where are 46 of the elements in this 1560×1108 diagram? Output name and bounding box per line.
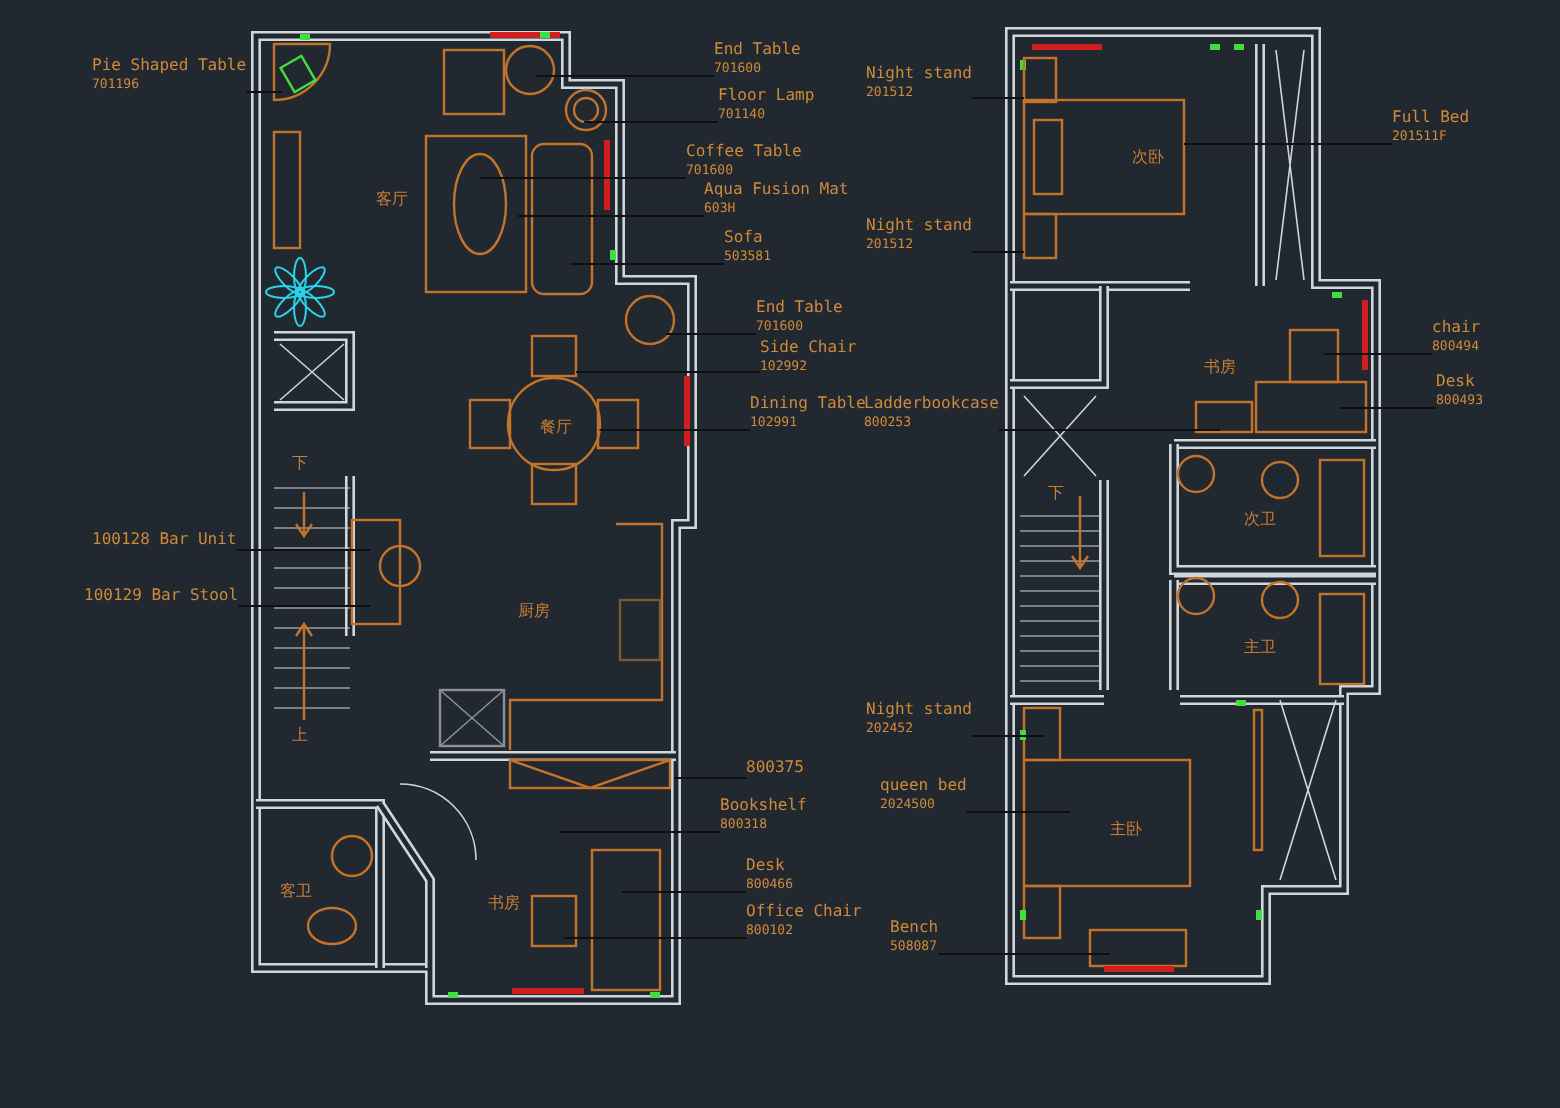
- leader-line: [535, 75, 715, 77]
- callout-label: chair: [1432, 318, 1481, 338]
- callout-label: Pie Shaped Table: [92, 56, 247, 76]
- room-label: 书房: [488, 892, 520, 914]
- leader-line: [237, 605, 371, 607]
- callout-label: 100128 Bar Unit: [92, 530, 237, 550]
- callout-label: Floor Lamp: [718, 86, 815, 106]
- room-label: 主卫: [1244, 636, 1276, 658]
- furniture-outline: [1022, 98, 1186, 216]
- room-label: 厨房: [518, 600, 550, 622]
- furniture-outline: [530, 334, 578, 378]
- table-outline: [506, 376, 602, 472]
- callout-label: Side Chair: [760, 338, 857, 358]
- room-label: 下: [1048, 482, 1064, 504]
- room-label: 客厅: [376, 188, 408, 210]
- callout-label: Aqua Fusion Mat: [704, 180, 849, 200]
- room-label: 书房: [1204, 356, 1236, 378]
- leader-line: [235, 549, 371, 551]
- callout-label: Night stand: [866, 64, 972, 84]
- callout-label: Coffee Table: [686, 142, 802, 162]
- callout-label: Ladderbookcase: [864, 394, 999, 414]
- room-label: 主卧: [1110, 818, 1142, 840]
- room-label: 餐厅: [540, 416, 572, 438]
- callout-label: Bookshelf: [720, 796, 807, 816]
- callout-label: queen bed: [880, 776, 967, 796]
- callout-label: Night stand: [866, 700, 972, 720]
- room-label: 客卫: [280, 880, 312, 902]
- callout-label: Desk: [1436, 372, 1477, 392]
- callout-label: End Table: [756, 298, 843, 318]
- room-label: 次卧: [1132, 146, 1164, 168]
- callout-label: Desk: [746, 856, 787, 876]
- room-label: 次卫: [1244, 508, 1276, 530]
- callout-label: Dining Table: [750, 394, 866, 414]
- callout-label: 800375: [746, 758, 804, 778]
- callout-label: 100129 Bar Stool: [84, 586, 239, 606]
- room-label: 下: [292, 452, 308, 474]
- callout-label: End Table: [714, 40, 801, 60]
- callout-label: Night stand: [866, 216, 972, 236]
- furniture-outline: [1022, 56, 1058, 104]
- furniture-outline: [1022, 212, 1058, 260]
- leader-line: [997, 429, 1221, 431]
- callout-label: Office Chair: [746, 902, 862, 922]
- callout-label: Full Bed: [1392, 108, 1470, 128]
- callout-label: Sofa: [724, 228, 765, 248]
- room-label: 上: [292, 724, 308, 746]
- callout-label: Bench: [890, 918, 939, 938]
